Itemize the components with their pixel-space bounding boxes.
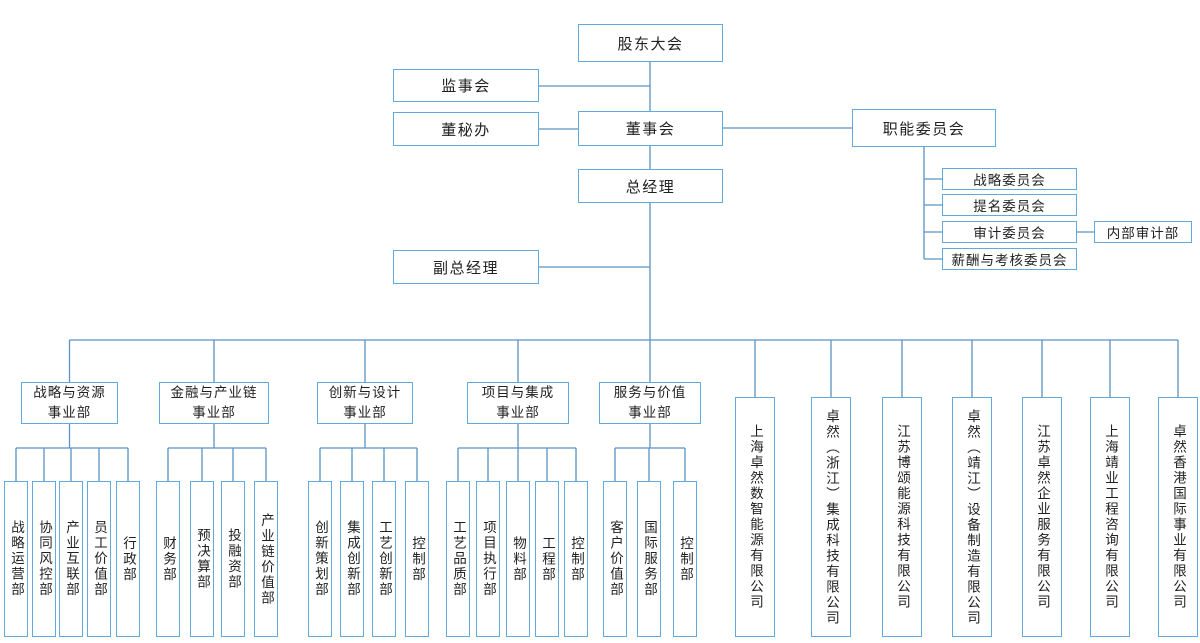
department-node: 预决算部 xyxy=(190,481,214,637)
committee-node: 提名委员会 xyxy=(942,194,1077,216)
subsidiary-node: 卓然（靖江）设备制造有限公司 xyxy=(952,397,992,637)
division-node: 服务与价值 事业部 xyxy=(599,382,701,424)
division-node: 创新与设计 事业部 xyxy=(317,382,413,424)
subsidiary-node: 卓然（浙江）集成科技有限公司 xyxy=(811,397,851,637)
department-node: 工艺创新部 xyxy=(372,481,396,637)
department-node: 工艺品质部 xyxy=(446,481,470,637)
internal-audit-dept-node: 内部审计部 xyxy=(1094,221,1192,243)
committee-node: 审计委员会 xyxy=(942,221,1077,243)
subsidiary-node: 卓然香港国际事业有限公司 xyxy=(1158,397,1198,637)
division-node: 战略与资源 事业部 xyxy=(21,382,118,424)
subsidiary-node: 上海卓然数智能源有限公司 xyxy=(735,397,775,637)
department-node: 产业链价值部 xyxy=(254,481,278,637)
general-manager-node: 总经理 xyxy=(578,169,723,203)
subsidiary-node: 江苏博颂能源科技有限公司 xyxy=(882,397,922,637)
board-secretary-office-node: 董秘办 xyxy=(393,112,539,146)
subsidiary-node: 上海靖业工程咨询有限公司 xyxy=(1090,397,1130,637)
department-node: 财务部 xyxy=(156,481,180,637)
department-node: 创新策划部 xyxy=(308,481,332,637)
department-node: 行政部 xyxy=(116,481,140,637)
deputy-general-manager-node: 副总经理 xyxy=(393,250,539,284)
department-node: 协同风控部 xyxy=(32,481,56,637)
division-node: 金融与产业链 事业部 xyxy=(159,382,269,424)
department-node: 控制部 xyxy=(673,481,697,637)
department-node: 员工价值部 xyxy=(87,481,111,637)
committee-node: 薪酬与考核委员会 xyxy=(942,248,1077,270)
board-of-directors-node: 董事会 xyxy=(578,111,723,146)
committee-node: 战略委员会 xyxy=(942,168,1077,190)
supervisory-board-node: 监事会 xyxy=(393,69,539,102)
department-node: 物料部 xyxy=(506,481,530,637)
department-node: 战略运营部 xyxy=(4,481,28,637)
department-node: 投融资部 xyxy=(221,481,245,637)
department-node: 控制部 xyxy=(405,481,429,637)
department-node: 项目执行部 xyxy=(476,481,500,637)
department-node: 工程部 xyxy=(535,481,559,637)
department-node: 集成创新部 xyxy=(340,481,364,637)
division-node: 项目与集成 事业部 xyxy=(467,382,569,424)
functional-committees-node: 职能委员会 xyxy=(852,109,996,147)
department-node: 国际服务部 xyxy=(637,481,661,637)
shareholders-meeting-node: 股东大会 xyxy=(578,24,723,62)
subsidiary-node: 江苏卓然企业服务有限公司 xyxy=(1022,397,1062,637)
department-node: 产业互联部 xyxy=(59,481,83,637)
department-node: 客户价值部 xyxy=(603,481,627,637)
department-node: 控制部 xyxy=(564,481,588,637)
